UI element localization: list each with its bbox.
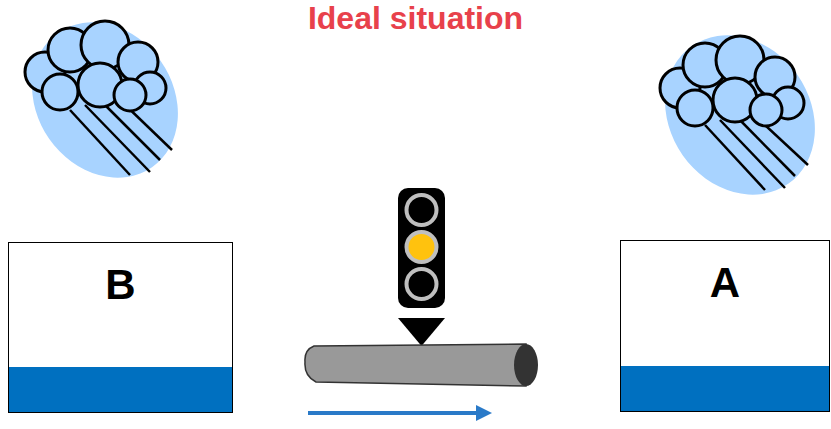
pipe: [305, 344, 538, 386]
tank-box: A: [620, 240, 830, 412]
rain-cloud: [2, 0, 207, 206]
rain-cloud: [634, 6, 831, 224]
tank-label: B: [9, 261, 232, 309]
tank-label: A: [621, 259, 829, 307]
tank-box: B: [8, 242, 233, 413]
traffic-light: [398, 188, 445, 346]
water-level: [9, 367, 232, 412]
diagram-title: Ideal situation: [0, 0, 831, 36]
flow-arrow: [308, 405, 492, 421]
water-level: [621, 366, 829, 411]
